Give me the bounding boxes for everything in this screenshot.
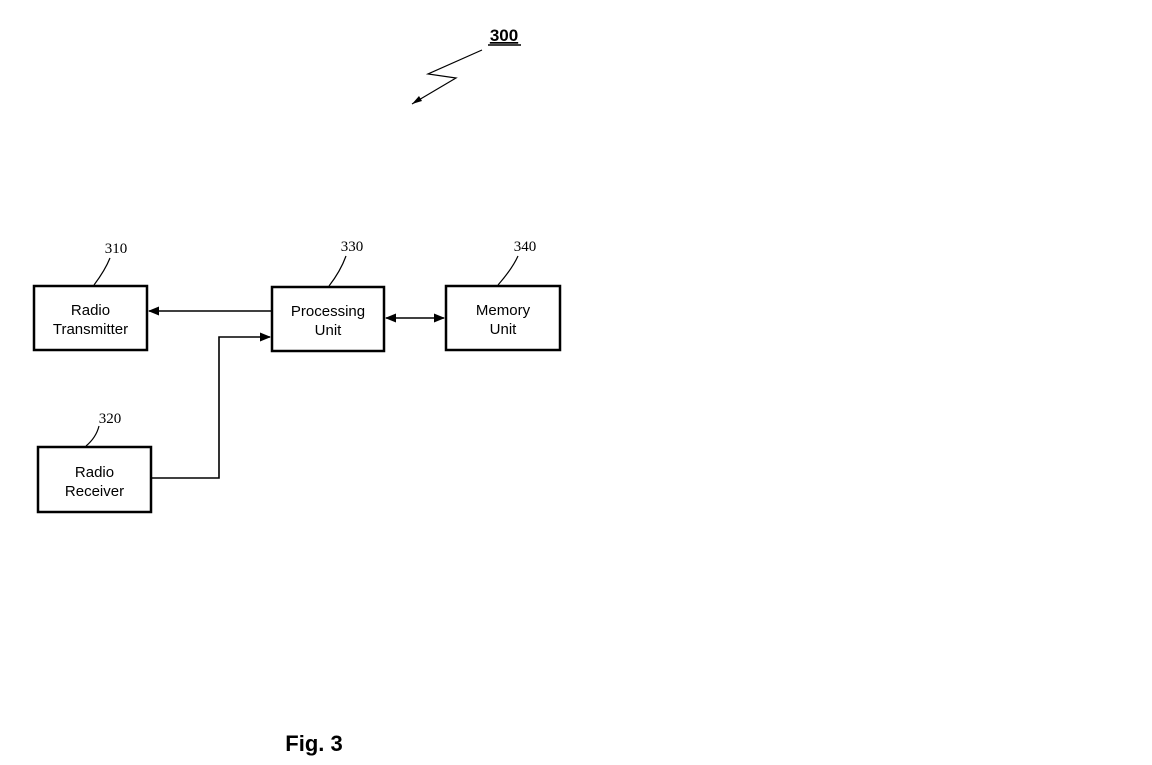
radio-transmitter-leader bbox=[93, 257, 111, 286]
radio-receiver-label-line2: Receiver bbox=[65, 483, 124, 500]
radio-receiver-block: Radio Receiver bbox=[36, 445, 153, 514]
memory-unit-label-line2: Unit bbox=[490, 321, 518, 338]
memory-unit-box bbox=[444, 284, 562, 352]
radio-receiver-label-line1: Radio bbox=[75, 464, 114, 481]
figure-pointer-arrow bbox=[411, 49, 483, 105]
memory-unit-ref: 340 bbox=[514, 239, 537, 255]
radio-transmitter-box bbox=[32, 284, 149, 352]
radio-transmitter-block: Radio Transmitter bbox=[32, 284, 149, 352]
memory-unit-label-line1: Memory bbox=[476, 302, 531, 319]
radio-transmitter-label-line1: Radio bbox=[71, 302, 110, 319]
memory-unit-block: Memory Unit bbox=[444, 284, 562, 352]
figure-number: 300 bbox=[490, 26, 518, 45]
radio-receiver-box bbox=[36, 445, 153, 514]
radio-transmitter-label-line2: Transmitter bbox=[53, 321, 128, 338]
figure-pointer-arrowhead bbox=[412, 96, 422, 104]
radio-receiver-leader bbox=[85, 425, 100, 447]
memory-unit-leader bbox=[497, 255, 519, 286]
processing-unit-leader bbox=[328, 255, 347, 287]
radio-receiver-ref: 320 bbox=[99, 411, 122, 427]
processing-unit-box bbox=[270, 285, 386, 353]
figure-caption: Fig. 3 bbox=[285, 731, 342, 756]
processing-unit-ref: 330 bbox=[341, 239, 364, 255]
receiver-to-processing-arrow bbox=[152, 332, 272, 479]
processing-unit-block: Processing Unit bbox=[270, 285, 386, 353]
radio-transmitter-ref: 310 bbox=[105, 241, 128, 257]
processing-unit-label-line1: Processing bbox=[291, 303, 365, 320]
processing-unit-label-line2: Unit bbox=[315, 322, 343, 339]
